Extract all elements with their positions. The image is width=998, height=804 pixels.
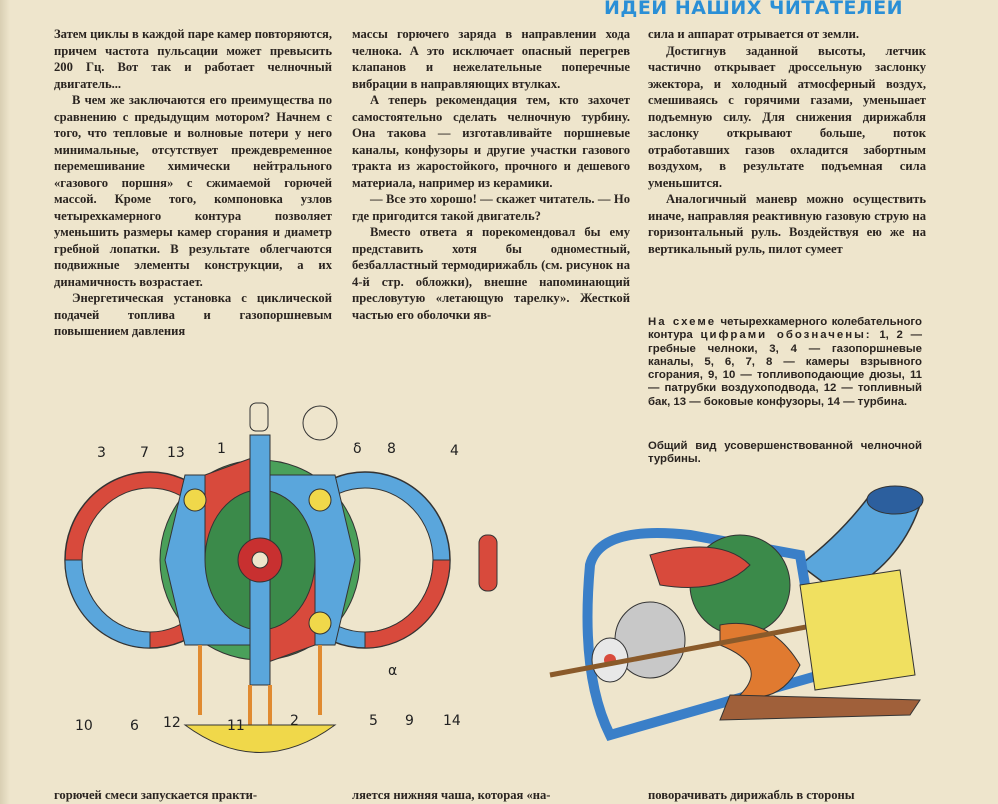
paragraph: массы горючего заряда в направлении хода…	[352, 27, 630, 91]
label-4: 4	[450, 443, 459, 459]
text-column-1: Затем циклы в каждой паре камер повторяю…	[54, 26, 332, 340]
label-11: 11	[227, 718, 245, 734]
caption-rest: 1, 2 — гребные челноки, 3, 4 — газопоршн…	[648, 329, 922, 408]
diagram-labels: 3 7 13 1 δ 8 4 10 6 12 11 2 5 9 14 α	[75, 441, 461, 734]
paragraph: — Все это хорошо! — скажет читатель. — Н…	[352, 192, 630, 223]
bottom-line-3: поворачивать дирижабль в стороны	[648, 788, 855, 802]
text-column-3: сила и аппарат отрывается от земли. Дост…	[648, 26, 926, 257]
label-9: 9	[405, 713, 414, 729]
label-alpha: α	[388, 663, 397, 679]
general-view-caption: Общий вид усовершенствованной челночной …	[648, 440, 922, 466]
label-5: 5	[369, 713, 378, 729]
paragraph: Вместо ответа я порекомендовал бы ему пр…	[352, 225, 630, 322]
label-3: 3	[97, 445, 106, 461]
label-6: 6	[130, 718, 139, 734]
scheme-caption: На схеме четырехкамерного колебательного…	[648, 316, 922, 409]
paragraph: В чем же заключаются его преимущества по…	[54, 93, 332, 289]
bottom-line-2: ляется нижняя чаша, которая «на-	[352, 788, 551, 802]
label-7: 7	[140, 445, 149, 461]
label-10: 10	[75, 718, 93, 734]
paragraph: сила и аппарат отрывается от земли.	[648, 27, 860, 41]
label-1: 1	[217, 441, 226, 457]
label-8: 8	[387, 441, 396, 457]
bottom-line-1: горючей смеси запускается практи-	[54, 788, 258, 802]
page-edge	[0, 0, 10, 804]
scheme-diagram: 3 7 13 1 δ 8 4 10 6 12 11 2 5 9 14 α	[64, 402, 498, 753]
paragraph: Достигнув заданной высоты, летчик частич…	[648, 43, 926, 190]
text-column-2: массы горючего заряда в направлении хода…	[352, 26, 630, 323]
paragraph: Энергетическая установка с циклической п…	[54, 291, 332, 338]
caption-text: четырехкамерного колебательного контура	[648, 316, 922, 342]
label-12: 12	[163, 715, 181, 731]
label-13: 13	[167, 445, 185, 461]
caption-spaced: цифрами обозначены:	[700, 329, 872, 342]
label-2: 2	[290, 713, 299, 729]
paragraph: А теперь рекомендация тем, кто захочет с…	[352, 93, 630, 190]
paragraph: Аналогичный маневр можно осуществить ина…	[648, 192, 926, 256]
paragraph: Затем циклы в каждой паре камер повторяю…	[54, 27, 332, 91]
label-delta: δ	[353, 441, 362, 457]
caption-lead: На схеме	[648, 316, 717, 328]
label-14: 14	[443, 713, 461, 729]
section-title: ИДЕИ НАШИХ ЧИТАТЕЛЕЙ	[604, 0, 904, 19]
turbine-illustration	[549, 485, 924, 741]
